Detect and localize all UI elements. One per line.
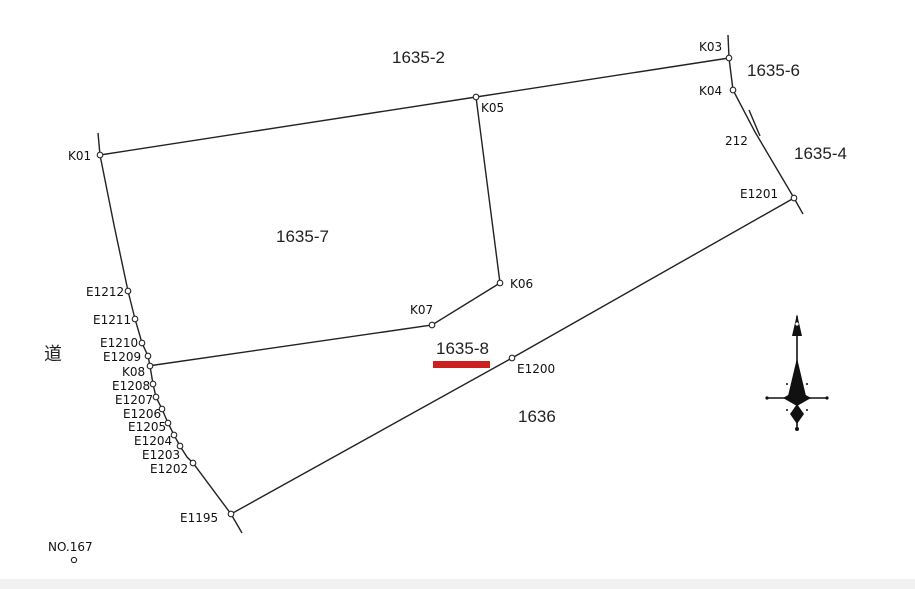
point-k07: [428, 321, 436, 329]
label-k08: K08: [122, 365, 145, 379]
label-e1200: E1200: [517, 362, 555, 376]
label-e1204: E1204: [134, 434, 172, 448]
label-e1207: E1207: [115, 393, 153, 407]
label-k03: K03: [699, 40, 722, 54]
point-e1209: [144, 352, 152, 360]
label-e1201: E1201: [740, 187, 778, 201]
parcel-1635-2: 1635-2: [392, 48, 445, 67]
label-e1208: E1208: [112, 379, 150, 393]
parcel-1636: 1636: [518, 407, 556, 426]
boundary-212-tick: [748, 109, 761, 137]
parcel-1635-8: 1635-8: [436, 339, 489, 358]
parcel-1635-4: 1635-4: [794, 144, 847, 163]
boundary-k04-e1201: [732, 89, 804, 215]
bottom-strip: [0, 579, 915, 589]
label-e1205: E1205: [128, 420, 166, 434]
boundary-k05-k08: [147, 96, 501, 367]
label-e1195: E1195: [180, 511, 218, 525]
label-k06: K06: [510, 277, 533, 291]
label-k04: K04: [699, 84, 722, 98]
parcel-1635-6: 1635-6: [747, 61, 800, 80]
point-e1202: [189, 459, 197, 467]
point-k04: [729, 86, 737, 94]
label-e1203: E1203: [142, 448, 180, 462]
point-e1203: [176, 442, 184, 450]
point-e1211: [131, 315, 139, 323]
point-e1207: [152, 393, 160, 401]
label-e1210: E1210: [100, 336, 138, 350]
boundary-k01-k03: [99, 57, 730, 156]
point-labels: K01 K03 K04 K05 K06 K07 K08 212 E1201 E1…: [48, 40, 778, 554]
label-no167: NO.167: [48, 540, 93, 554]
boundary-k03-k04: [728, 57, 734, 91]
point-k05: [472, 93, 480, 101]
point-k01: [96, 151, 104, 159]
label-e1202: E1202: [150, 462, 188, 476]
label-k01: K01: [68, 149, 91, 163]
north-arrow-icon: [765, 314, 829, 431]
point-e1200: [508, 354, 516, 362]
point-e1201: [790, 194, 798, 202]
point-e1208: [149, 380, 157, 388]
point-e1205: [164, 419, 172, 427]
boundary-k03-top: [727, 34, 730, 59]
boundary-lines: [97, 34, 804, 534]
label-212: 212: [725, 134, 748, 148]
label-k07: K07: [410, 303, 433, 317]
point-e1206: [158, 405, 166, 413]
label-k05: K05: [481, 101, 504, 115]
point-e1212: [124, 287, 132, 295]
point-k03: [725, 54, 733, 62]
parcel-highlight-bar: [433, 361, 490, 368]
point-k06: [496, 279, 504, 287]
point-e1195: [227, 510, 235, 518]
label-e1211: E1211: [93, 313, 131, 327]
point-e1210: [138, 339, 146, 347]
parcel-1635-7: 1635-7: [276, 227, 329, 246]
label-e1206: E1206: [123, 407, 161, 421]
point-k08: [146, 362, 154, 370]
label-e1212: E1212: [86, 285, 124, 299]
parcel-labels: 1635-2 1635-6 1635-4 1635-7 1635-8 1636 …: [44, 48, 847, 426]
road-label: 道: [44, 344, 62, 365]
boundary-e1201-e1195: [230, 197, 795, 534]
point-no167: [70, 556, 78, 564]
point-e1204: [170, 431, 178, 439]
survey-points: [70, 54, 798, 564]
label-e1209: E1209: [103, 350, 141, 364]
